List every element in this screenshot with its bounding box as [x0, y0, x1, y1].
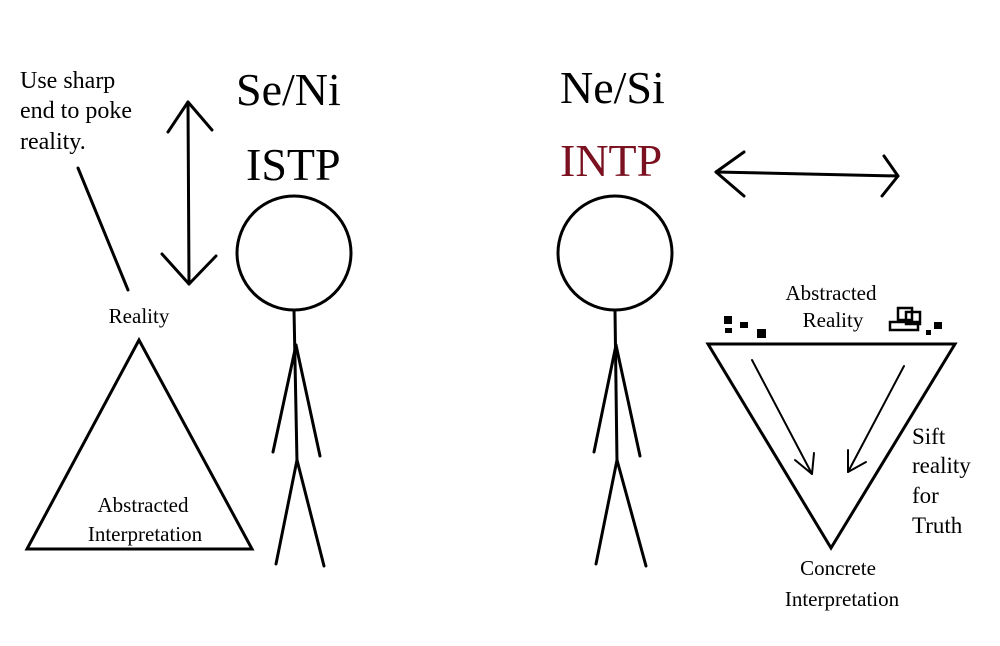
- abstracted-reality-line-2: Reality: [803, 308, 864, 332]
- abstracted-reality-line-1: Abstracted: [786, 281, 877, 305]
- note-pointer-line: [76, 166, 130, 292]
- ne-si-label: Ne/Si: [560, 62, 665, 113]
- concrete-interpretation-line-2: Interpretation: [785, 587, 900, 611]
- abstracted-interpretation-line-1: Abstracted: [98, 493, 189, 517]
- istp-stick-figure: [235, 194, 353, 568]
- reality-fragments: [724, 316, 942, 338]
- sift-note-line-3: for: [912, 483, 939, 508]
- computer-icon: [888, 306, 922, 332]
- vertical-double-arrow: [160, 100, 218, 286]
- poke-note-line-2: end to poke: [20, 98, 132, 124]
- reality-label: Reality: [109, 304, 170, 328]
- poke-note-line-3: reality.: [20, 129, 86, 155]
- horizontal-double-arrow: [714, 150, 900, 198]
- intp-label: INTP: [560, 135, 662, 186]
- intp-group: Ne/Si INTP Abstracted Reality: [556, 62, 971, 611]
- istp-group: Use sharp end to poke reality. Se/Ni IST…: [20, 64, 353, 568]
- sift-arrows: [751, 359, 905, 475]
- intp-stick-figure: [556, 194, 674, 568]
- abstracted-interpretation-line-2: Interpretation: [88, 522, 203, 546]
- sift-note-line-4: Truth: [912, 513, 963, 538]
- se-ni-label: Se/Ni: [236, 64, 341, 115]
- sift-note-line-2: reality: [912, 453, 971, 478]
- inverted-triangle: [705, 342, 958, 551]
- intp-head: [556, 194, 674, 312]
- upright-triangle: [24, 336, 255, 551]
- poke-note-line-1: Use sharp: [20, 68, 115, 94]
- istp-label: ISTP: [246, 139, 341, 190]
- istp-head: [235, 194, 353, 312]
- concrete-interpretation-line-1: Concrete: [800, 556, 876, 580]
- sift-note-line-1: Sift: [912, 424, 946, 449]
